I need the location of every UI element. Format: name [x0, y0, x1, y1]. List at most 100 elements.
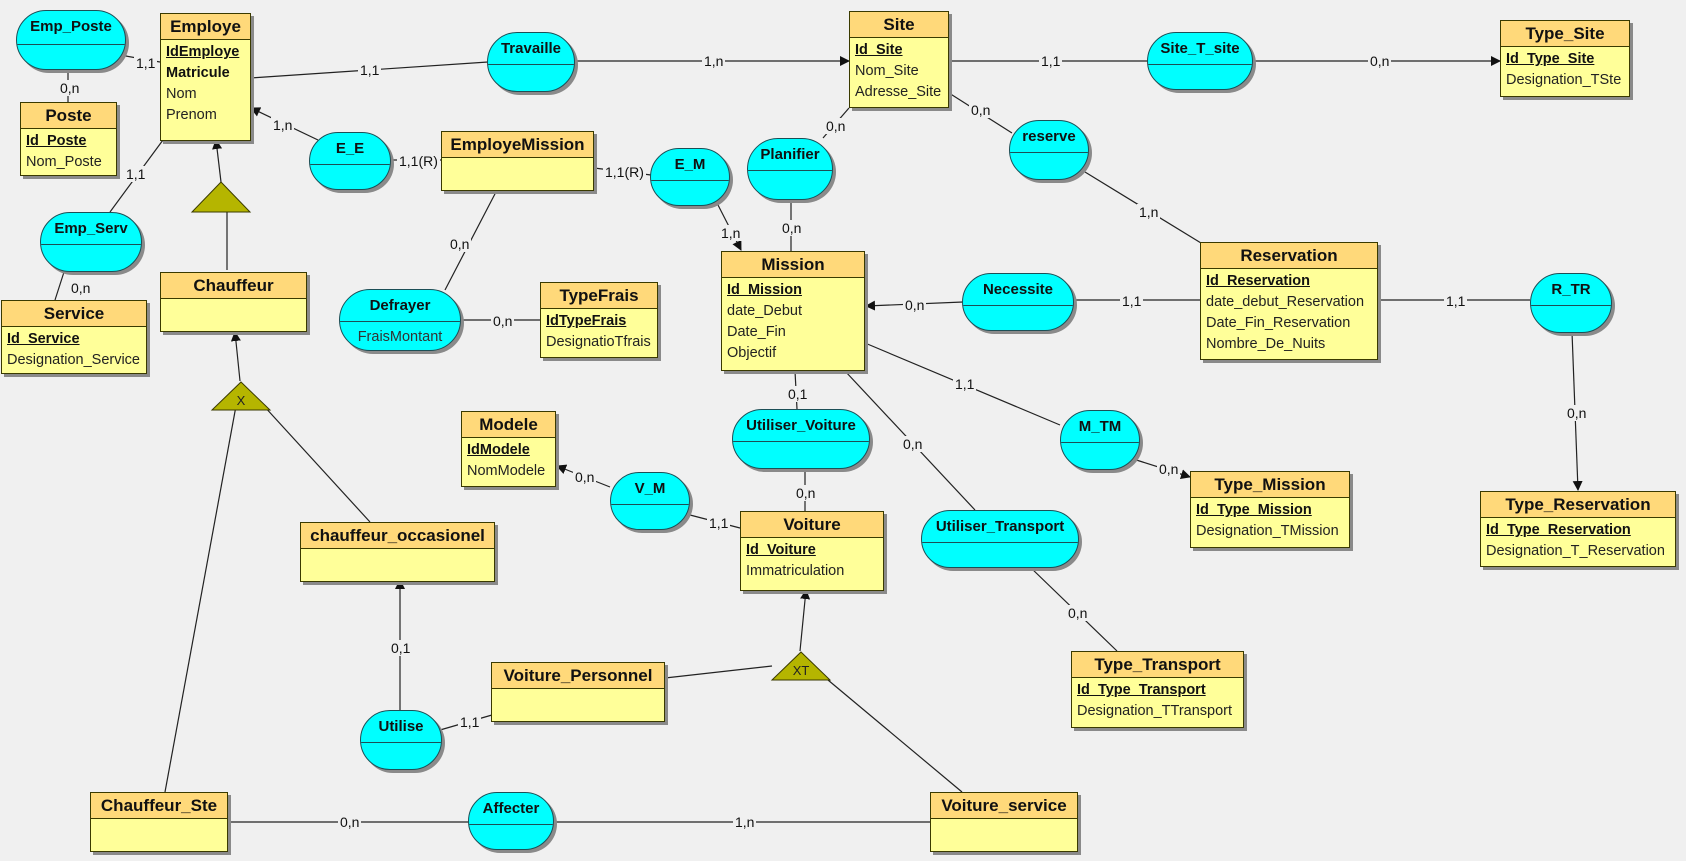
attribute-date-debut-reservation: date_debut_Reservation: [1206, 294, 1365, 310]
entity-type-site[interactable]: Type_Site Id_Type_Site Designation_TSte: [1500, 20, 1630, 97]
association-e-e[interactable]: E_E: [309, 132, 391, 190]
association-label: Site_T_site: [1148, 33, 1252, 65]
association-travaille[interactable]: Travaille: [487, 32, 575, 92]
entity-title: Type_Reservation: [1481, 492, 1675, 518]
entity-title: EmployeMission: [442, 132, 593, 158]
association-label: Emp_Poste: [17, 11, 125, 45]
entity-title: Chauffeur_Ste: [91, 793, 227, 819]
cardinality-label: 1,1: [707, 515, 731, 531]
attribute-date-fin-reservation: Date_Fin_Reservation: [1206, 315, 1351, 331]
association-necessite[interactable]: Necessite: [962, 273, 1074, 331]
attribute-id-type-site: Id_Type_Site: [1506, 51, 1595, 67]
cardinality-label: 0,n: [491, 313, 515, 329]
association-e-m[interactable]: E_M: [650, 148, 730, 206]
cardinality-label: 1,1: [458, 714, 482, 730]
entity-title: Chauffeur: [161, 273, 306, 299]
association-label: Utiliser_Voiture: [733, 410, 869, 442]
entity-voiture-personnel[interactable]: Voiture_Personnel: [491, 662, 665, 722]
association-emp-poste[interactable]: Emp_Poste: [16, 10, 126, 70]
attribute-designation-service: Designation_Service: [7, 352, 140, 368]
attribute-designation-ttransport: Designation_TTransport: [1077, 703, 1233, 719]
cardinality-label: 0,n: [58, 80, 82, 96]
association-utiliser-voiture[interactable]: Utiliser_Voiture: [732, 409, 870, 469]
cardinality-label: 0,n: [794, 485, 818, 501]
entity-title: Service: [2, 301, 146, 327]
entity-voiture-service[interactable]: Voiture_service: [930, 792, 1078, 852]
cardinality-label: 0,n: [1066, 605, 1090, 621]
link-vp-to-xt: [664, 665, 773, 679]
cardinality-label: 1,n: [702, 53, 726, 69]
entity-chauffeur[interactable]: Chauffeur: [160, 272, 307, 332]
entity-modele[interactable]: Modele IdModele NomModele: [461, 411, 556, 487]
entity-typefrais[interactable]: TypeFrais IdTypeFrais DesignatioTfrais: [540, 282, 658, 358]
association-label: Defrayer: [340, 290, 460, 322]
cardinality-label: 0,n: [969, 102, 993, 118]
entity-site[interactable]: Site Id_Site Nom_Site Adresse_Site: [849, 11, 949, 108]
cardinality-label: 0,n: [338, 814, 362, 830]
association-utiliser-transport[interactable]: Utiliser_Transport: [921, 510, 1079, 568]
entity-mission[interactable]: Mission Id_Mission date_Debut Date_Fin O…: [721, 251, 865, 371]
attribute-nom-site: Nom_Site: [855, 63, 919, 79]
cardinality-label: 1,1: [134, 55, 158, 71]
association-reserve[interactable]: reserve: [1009, 120, 1089, 180]
cardinality-label: 0,n: [69, 280, 93, 296]
entity-type-transport[interactable]: Type_Transport Id_Type_Transport Designa…: [1071, 651, 1244, 728]
attribute-id-type-mission: Id_Type_Mission: [1196, 502, 1312, 518]
association-m-tm[interactable]: M_TM: [1060, 410, 1140, 470]
association-emp-serv[interactable]: Emp_Serv: [40, 212, 142, 272]
association-utilise[interactable]: Utilise: [360, 710, 442, 770]
attribute-date-fin: Date_Fin: [727, 324, 786, 340]
link-triangle-to-employe: [212, 139, 223, 183]
entity-employe[interactable]: Employe IdEmploye Matricule Nom Prenom: [160, 13, 251, 141]
attribute-idtypefrais: IdTypeFrais: [546, 313, 627, 329]
association-v-m[interactable]: V_M: [610, 472, 690, 530]
attribute-matricule: Matricule: [166, 65, 230, 81]
entity-title: Poste: [21, 103, 116, 129]
entity-employemission[interactable]: EmployeMission: [441, 131, 594, 191]
entity-chauffeur-occasionel[interactable]: chauffeur_occasionel: [300, 522, 495, 582]
association-planifier[interactable]: Planifier: [747, 138, 833, 200]
attribute-designatiotfrais: DesignatioTfrais: [546, 334, 651, 350]
attribute-nom-poste: Nom_Poste: [26, 154, 102, 170]
entity-voiture[interactable]: Voiture Id_Voiture Immatriculation: [740, 511, 884, 591]
association-label: R_TR: [1531, 274, 1611, 306]
chauffeur-inheritance-triangle: [190, 180, 252, 214]
attribute-id-type-reservation: Id_Type_Reservation: [1486, 522, 1631, 538]
entity-title: Modele: [462, 412, 555, 438]
voiture-partition-marker: XT: [770, 650, 832, 682]
attribute-date-debut: date_Debut: [727, 303, 802, 319]
entity-poste[interactable]: Poste Id_Poste Nom_Poste: [20, 102, 117, 176]
link-occasionel-to-x: [262, 404, 371, 523]
association-label: Utiliser_Transport: [922, 511, 1078, 543]
cardinality-label: 1,1: [1120, 293, 1144, 309]
cardinality-label: 1,1(R): [603, 164, 646, 180]
attribute-immatriculation: Immatriculation: [746, 563, 845, 579]
association-site-t-site[interactable]: Site_T_site: [1147, 32, 1253, 90]
entity-chauffeur-ste[interactable]: Chauffeur_Ste: [90, 792, 228, 852]
entity-title: Type_Mission: [1191, 472, 1349, 498]
association-label: V_M: [611, 473, 689, 505]
association-label: Planifier: [748, 139, 832, 171]
cardinality-label: 1,1: [1039, 53, 1063, 69]
link-xt-to-voiture: [799, 589, 811, 652]
entity-title: Reservation: [1201, 243, 1377, 269]
attribute-prenom: Prenom: [166, 107, 217, 123]
entity-service[interactable]: Service Id_Service Designation_Service: [1, 300, 147, 374]
attribute-nombre-de-nuits: Nombre_De_Nuits: [1206, 336, 1326, 352]
entity-type-mission[interactable]: Type_Mission Id_Type_Mission Designation…: [1190, 471, 1350, 548]
attribute-idmodele: IdModele: [467, 442, 530, 458]
cardinality-label: 0,n: [1368, 53, 1392, 69]
partition-marker-label: XT: [792, 663, 810, 678]
entity-reservation[interactable]: Reservation Id_Reservation date_debut_Re…: [1200, 242, 1378, 360]
entity-title: Type_Site: [1501, 21, 1629, 47]
association-defrayer[interactable]: Defrayer FraisMontant: [339, 289, 461, 351]
cardinality-label: 0,n: [903, 297, 927, 313]
cardinality-label: 1,1(R): [397, 153, 440, 169]
attribute-id-mission: Id_Mission: [727, 282, 802, 298]
cardinality-label: 1,1: [953, 376, 977, 392]
attribute-id-voiture: Id_Voiture: [746, 542, 816, 558]
entity-type-reservation[interactable]: Type_Reservation Id_Type_Reservation Des…: [1480, 491, 1676, 567]
entity-title: chauffeur_occasionel: [301, 523, 494, 549]
association-affecter[interactable]: Affecter: [468, 792, 554, 850]
association-r-tr[interactable]: R_TR: [1530, 273, 1612, 333]
